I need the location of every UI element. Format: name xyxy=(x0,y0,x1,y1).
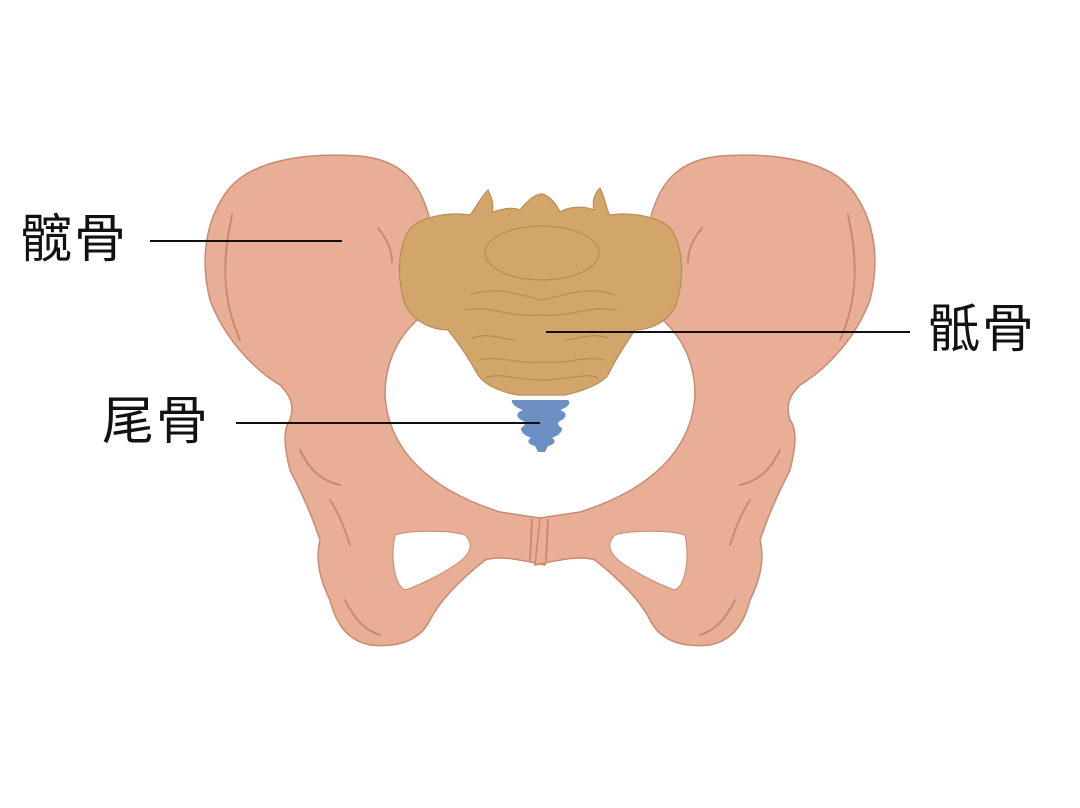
hip-bones xyxy=(204,154,876,647)
hip-bone-leader-line xyxy=(150,240,342,242)
coccyx xyxy=(511,400,570,452)
right-obturator-foramen xyxy=(609,530,688,591)
sacrum-leader-line xyxy=(546,331,910,333)
label-coccyx: 尾骨 xyxy=(102,392,211,452)
left-obturator-foramen xyxy=(392,530,471,591)
label-hip-bone: 髋骨 xyxy=(20,210,129,270)
coccyx-leader-line xyxy=(236,422,540,424)
label-sacrum: 骶骨 xyxy=(928,300,1037,360)
sacrum-shape xyxy=(398,186,683,396)
sacrum xyxy=(398,186,683,396)
